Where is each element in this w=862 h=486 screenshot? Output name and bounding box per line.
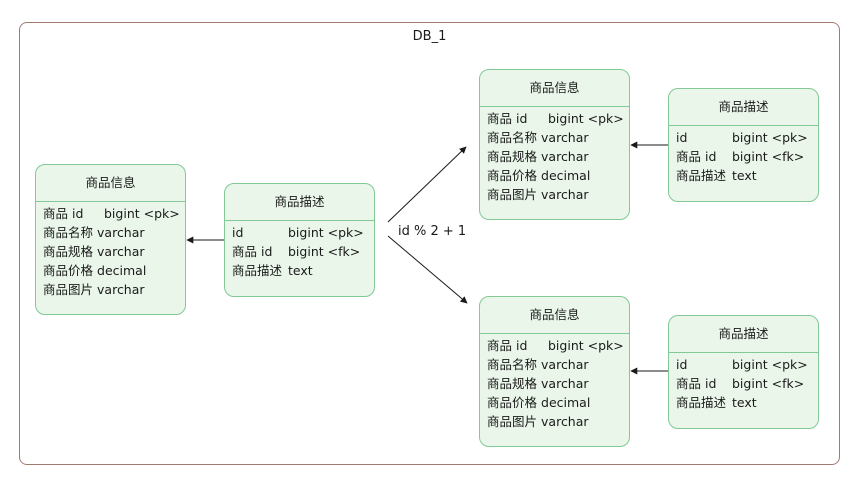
field-name: 商品描述 xyxy=(232,263,283,278)
field-type: text xyxy=(288,263,313,278)
entity-title: 商品信息 xyxy=(480,70,629,107)
field-type: bigint <pk> xyxy=(732,130,808,145)
field-type: bigint <fk> xyxy=(732,376,805,391)
field-name: 商品图片 xyxy=(487,414,538,429)
field-type: bigint <pk> xyxy=(548,338,624,353)
field-name: id xyxy=(676,357,688,372)
field-name: 商品名称 xyxy=(487,357,538,372)
entity-product-desc-middle[interactable]: 商品描述 id bigint <pk> 商品 id bigint <fk> 商品描述… xyxy=(224,183,375,297)
field-name: 商品规格 xyxy=(487,149,538,164)
field-type: varchar xyxy=(541,357,589,372)
field-row: 商品描述 text xyxy=(669,393,818,412)
entity-fields: id bigint <pk> 商品 id bigint <fk> 商品描述 text xyxy=(225,221,374,280)
field-type: bigint <pk> xyxy=(548,111,624,126)
db-title: DB_1 xyxy=(412,29,447,44)
entity-fields: id bigint <pk> 商品 id bigint <fk> 商品描述 text xyxy=(669,353,818,412)
field-type: text xyxy=(732,395,757,410)
field-row: 商品 id bigint <fk> xyxy=(669,147,818,166)
field-type: bigint <fk> xyxy=(732,149,805,164)
entity-title: 商品信息 xyxy=(36,165,185,202)
field-name: 商品描述 xyxy=(676,395,727,410)
field-type: varchar xyxy=(541,414,589,429)
entity-fields: id bigint <pk> 商品 id bigint <fk> 商品描述 text xyxy=(669,126,818,185)
field-row: 商品描述 text xyxy=(225,261,374,280)
field-row: id bigint <pk> xyxy=(669,355,818,374)
field-name: 商品规格 xyxy=(487,376,538,391)
field-name: 商品 id xyxy=(676,376,717,391)
field-type: decimal xyxy=(541,168,591,183)
field-type: bigint <pk> xyxy=(104,206,180,221)
field-name: id xyxy=(232,225,244,240)
field-name: 商品 id xyxy=(487,111,528,126)
entity-title: 商品描述 xyxy=(669,316,818,353)
field-name: 商品名称 xyxy=(43,225,94,240)
field-row: 商品描述 text xyxy=(669,166,818,185)
field-name: 商品图片 xyxy=(487,187,538,202)
field-type: bigint <pk> xyxy=(288,225,364,240)
edge-split-to-top xyxy=(387,146,467,223)
field-type: varchar xyxy=(97,244,145,259)
field-row: 商品 id bigint <pk> xyxy=(480,109,629,128)
entity-product-desc-top[interactable]: 商品描述 id bigint <pk> 商品 id bigint <fk> 商品描述… xyxy=(668,88,819,202)
field-type: varchar xyxy=(541,187,589,202)
field-row: id bigint <pk> xyxy=(669,128,818,147)
field-name: 商品价格 xyxy=(487,168,538,183)
field-type: varchar xyxy=(541,130,589,145)
entity-title: 商品描述 xyxy=(669,89,818,126)
field-row: id bigint <pk> xyxy=(225,223,374,242)
field-type: decimal xyxy=(97,263,147,278)
field-type: bigint <pk> xyxy=(732,357,808,372)
field-type: bigint <fk> xyxy=(288,244,361,259)
field-name: 商品价格 xyxy=(43,263,94,278)
entity-title: 商品描述 xyxy=(225,184,374,221)
field-name: 商品 id xyxy=(232,244,273,259)
field-name: 商品价格 xyxy=(487,395,538,410)
field-type: varchar xyxy=(541,149,589,164)
field-row: 商品 id bigint <pk> xyxy=(480,336,629,355)
edge-label-shard-rule: id % 2 + 1 xyxy=(398,224,467,239)
field-name: 商品 id xyxy=(487,338,528,353)
field-name: 商品描述 xyxy=(676,168,727,183)
entity-product-desc-bottom[interactable]: 商品描述 id bigint <pk> 商品 id bigint <fk> 商品描述… xyxy=(668,315,819,429)
db-container: DB_1 xyxy=(19,22,840,465)
field-name: id xyxy=(676,130,688,145)
field-type: varchar xyxy=(97,225,145,240)
field-type: varchar xyxy=(97,282,145,297)
field-row: 商品 id bigint <pk> xyxy=(36,204,185,223)
edge-split-to-bottom xyxy=(387,235,468,304)
field-name: 商品规格 xyxy=(43,244,94,259)
field-row: 商品 id bigint <fk> xyxy=(225,242,374,261)
field-row: 商品 id bigint <fk> xyxy=(669,374,818,393)
field-name: 商品图片 xyxy=(43,282,94,297)
entity-title: 商品信息 xyxy=(480,297,629,334)
field-name: 商品 id xyxy=(43,206,84,221)
field-name: 商品 id xyxy=(676,149,717,164)
field-type: varchar xyxy=(541,376,589,391)
field-type: decimal xyxy=(541,395,591,410)
field-type: text xyxy=(732,168,757,183)
field-name: 商品名称 xyxy=(487,130,538,145)
